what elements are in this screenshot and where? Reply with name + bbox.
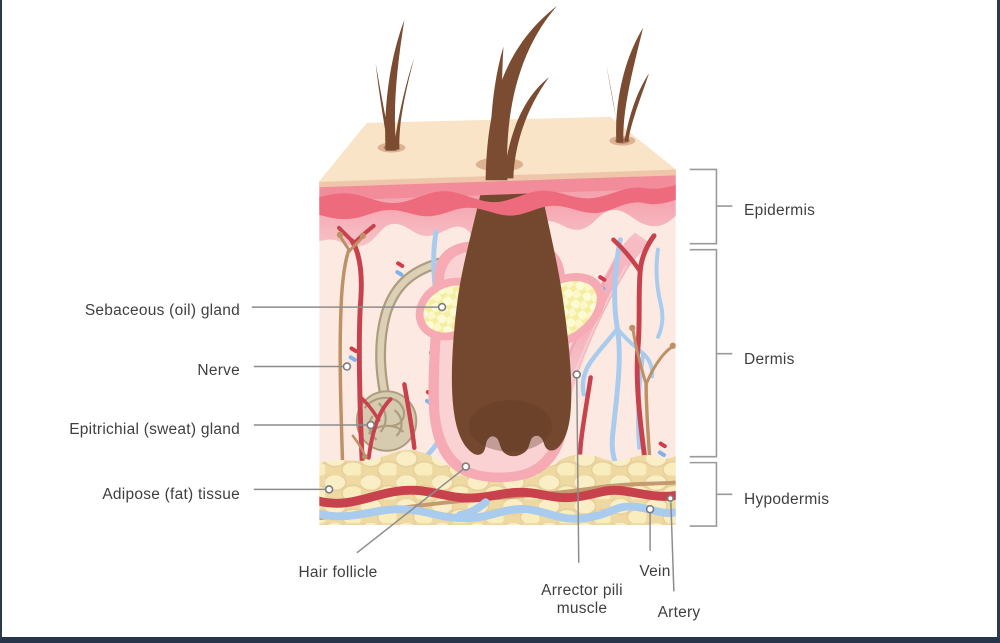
label-nerve: Nerve [197, 362, 240, 379]
label-adipose-tissue: Adipose (fat) tissue [102, 486, 240, 503]
adipose-tissue [319, 449, 676, 526]
label-sweat-gland: Epitrichial (sweat) gland [69, 421, 240, 438]
label-epidermis: Epidermis [744, 202, 816, 219]
leader-endpoints [324, 302, 674, 514]
hair-right [606, 27, 650, 143]
label-vein: Vein [639, 563, 671, 580]
leader-lines [251, 302, 675, 592]
hair-left [375, 19, 415, 151]
label-hypodermis: Hypodermis [744, 491, 830, 508]
label-dermis: Dermis [744, 351, 795, 368]
hypodermis-bracket [689, 461, 718, 527]
hair-root-bulb [451, 169, 572, 457]
label-artery: Artery [657, 604, 701, 621]
dermis-bracket [689, 248, 718, 458]
label-arrector-pili-muscle: Arrector pili muscle [541, 582, 623, 617]
label-sebaceous-gland: Sebaceous (oil) gland [84, 302, 240, 319]
leader-hair-follicle [356, 468, 464, 554]
epidermis-bracket [689, 168, 718, 245]
label-hair-follicle: Hair follicle [298, 564, 378, 581]
hair-shaft-center [485, 5, 557, 181]
leader-arrector-pili [576, 378, 580, 563]
leader-artery [670, 502, 675, 592]
layer-brackets [689, 168, 733, 527]
